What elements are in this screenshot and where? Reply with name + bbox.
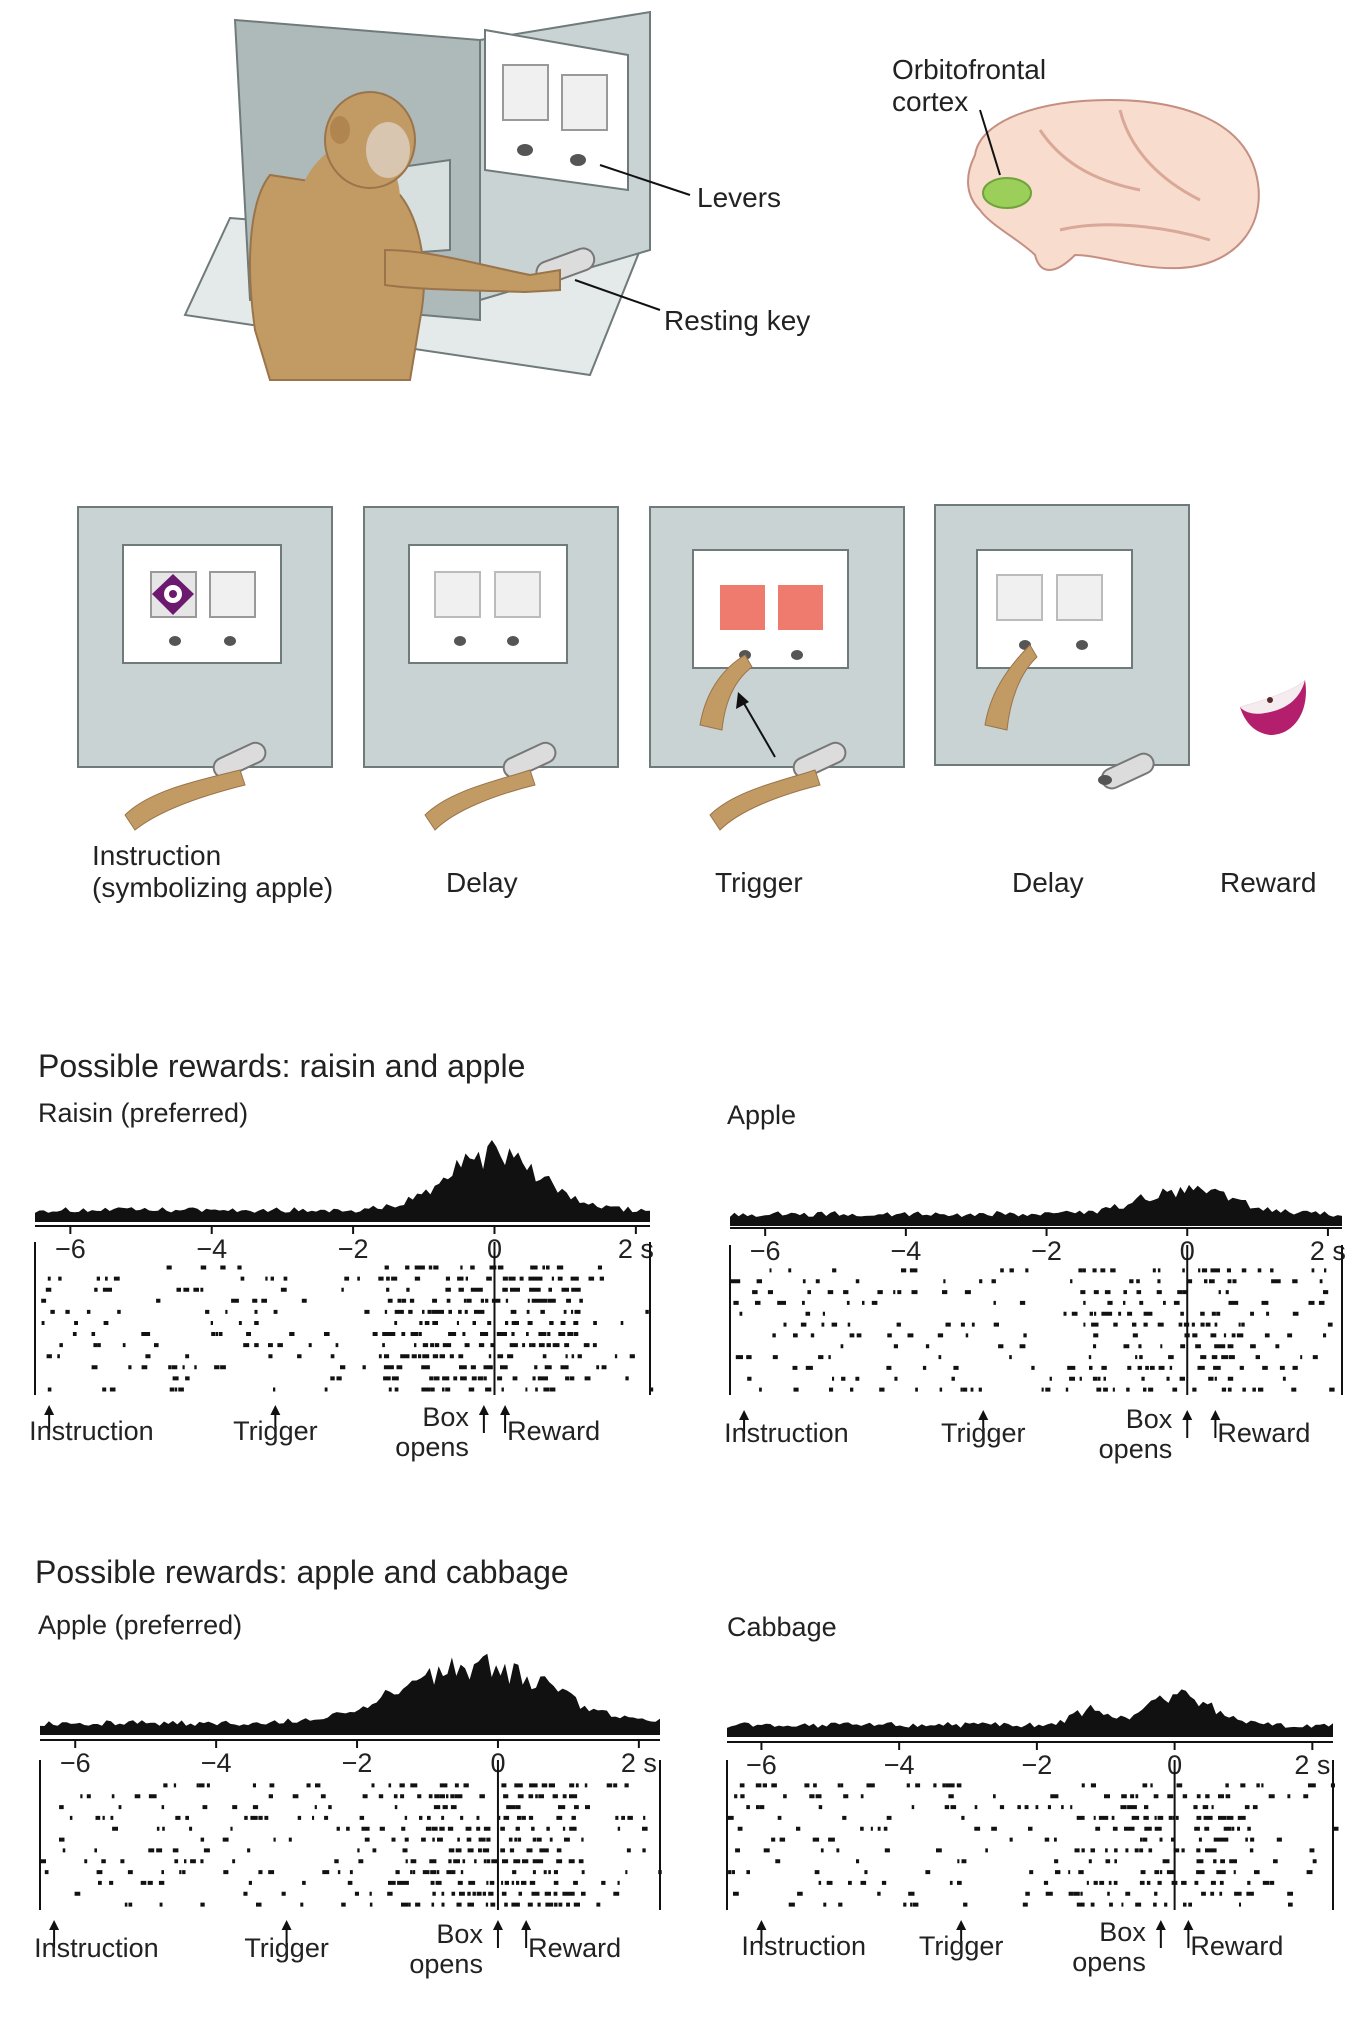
ofc-region bbox=[982, 177, 1032, 209]
event-arrowhead-2-2 bbox=[492, 1920, 503, 1930]
panel-label-trigger: Trigger bbox=[715, 867, 803, 898]
brain-illustration bbox=[967, 98, 1260, 271]
x-tick-label-2-2: −2 bbox=[342, 1748, 373, 1778]
x-tick-label-0-2: −2 bbox=[338, 1234, 369, 1264]
event-label-2-0-0: Instruction bbox=[34, 1933, 159, 1963]
event-arrowhead-2-3 bbox=[521, 1920, 532, 1930]
event-label-1-1-0: Trigger bbox=[941, 1418, 1026, 1448]
event-arrowhead-1-3 bbox=[1210, 1410, 1221, 1420]
x-tick-label-0-1: −4 bbox=[196, 1234, 227, 1264]
event-arrowhead-2-0 bbox=[49, 1920, 60, 1930]
levers-label: Levers bbox=[697, 182, 782, 213]
right-lever bbox=[570, 154, 586, 166]
left-lever bbox=[517, 144, 533, 156]
panel-label-delay-2: Delay bbox=[1012, 867, 1084, 898]
event-arrowhead-1-1 bbox=[978, 1410, 989, 1420]
sequence-illustration bbox=[77, 504, 1306, 831]
monkey-figure bbox=[249, 91, 561, 381]
chart-title-cabbage: Cabbage bbox=[727, 1612, 837, 1642]
event-arrowhead-1-0 bbox=[739, 1410, 750, 1420]
x-tick-label-3-0: −6 bbox=[746, 1750, 777, 1780]
event-label-1-2-0: Box bbox=[1126, 1404, 1173, 1434]
histogram-0 bbox=[35, 1140, 650, 1222]
event-label-1-2-1: opens bbox=[1099, 1434, 1173, 1464]
x-tick-label-1-0: −6 bbox=[750, 1236, 781, 1266]
event-label-0-3-0: Reward bbox=[507, 1416, 600, 1446]
event-arrowhead-0-3 bbox=[500, 1405, 511, 1415]
histogram-1 bbox=[730, 1184, 1342, 1226]
x-tick-label-2-0: −6 bbox=[60, 1748, 91, 1778]
section-title-apple-cabbage: Possible rewards: apple and cabbage bbox=[35, 1554, 569, 1590]
event-label-3-2-0: Box bbox=[1099, 1917, 1146, 1947]
event-arrowhead-0-0 bbox=[44, 1405, 55, 1415]
event-label-3-1-0: Trigger bbox=[919, 1931, 1004, 1961]
histogram-2 bbox=[40, 1653, 660, 1735]
event-arrowhead-3-2 bbox=[1155, 1920, 1166, 1930]
raster-spikes-2 bbox=[40, 1783, 662, 1907]
apple-slice-icon bbox=[1240, 680, 1306, 735]
x-tick-label-0-4: 2 s bbox=[618, 1234, 654, 1264]
sequence-panel-trigger bbox=[649, 506, 905, 831]
x-tick-label-0-0: −6 bbox=[55, 1234, 86, 1264]
raster-spikes-3 bbox=[727, 1783, 1339, 1907]
sequence-panel-delay-2 bbox=[934, 504, 1190, 790]
sequence-panel-instruction bbox=[77, 506, 333, 831]
sequence-panel-delay-1 bbox=[363, 506, 619, 831]
panel-label-reward: Reward bbox=[1220, 867, 1317, 898]
chart-title-apple: Apple bbox=[727, 1100, 797, 1130]
left-screen bbox=[502, 64, 549, 121]
event-label-0-2-1: opens bbox=[395, 1432, 469, 1462]
x-tick-label-3-1: −4 bbox=[884, 1750, 915, 1780]
event-arrowhead-3-1 bbox=[956, 1920, 967, 1930]
right-screen bbox=[561, 74, 608, 131]
event-label-0-2-0: Box bbox=[422, 1402, 469, 1432]
ofc-label-line1: Orbitofrontal bbox=[892, 54, 1047, 85]
x-tick-label-3-4: 2 s bbox=[1294, 1750, 1330, 1780]
chart-title-apple-preferred: Apple (preferred) bbox=[38, 1610, 243, 1640]
section-title-raisin-apple: Possible rewards: raisin and apple bbox=[38, 1048, 526, 1084]
panel-label-instruction: Instruction bbox=[92, 840, 222, 871]
resting-key-label: Resting key bbox=[664, 305, 811, 336]
event-label-0-0-0: Instruction bbox=[29, 1416, 154, 1446]
event-label-2-3-0: Reward bbox=[528, 1933, 621, 1963]
panel-label-instruction-sub: (symbolizing apple) bbox=[92, 872, 334, 903]
event-label-0-1-0: Trigger bbox=[233, 1416, 318, 1446]
ofc-label-line2: cortex bbox=[892, 86, 969, 117]
event-label-3-2-1: opens bbox=[1072, 1947, 1146, 1977]
x-tick-label-3-2: −2 bbox=[1021, 1750, 1052, 1780]
raster-spikes-1 bbox=[730, 1268, 1335, 1392]
event-arrowhead-2-1 bbox=[281, 1920, 292, 1930]
event-label-2-1-0: Trigger bbox=[244, 1933, 329, 1963]
chart-title-raisin: Raisin (preferred) bbox=[38, 1098, 249, 1128]
event-arrowhead-0-2 bbox=[478, 1405, 489, 1415]
x-tick-label-2-4: 2 s bbox=[621, 1748, 657, 1778]
event-arrowhead-3-0 bbox=[756, 1920, 767, 1930]
apparatus-illustration bbox=[183, 10, 1260, 381]
event-label-1-3-0: Reward bbox=[1217, 1418, 1310, 1448]
x-tick-label-1-1: −4 bbox=[890, 1236, 921, 1266]
raster-spikes-0 bbox=[41, 1265, 654, 1392]
event-label-3-0-0: Instruction bbox=[741, 1931, 866, 1961]
x-tick-label-1-4: 2 s bbox=[1310, 1236, 1346, 1266]
event-arrowhead-1-2 bbox=[1182, 1410, 1193, 1420]
event-arrowhead-0-1 bbox=[270, 1405, 281, 1415]
event-label-2-2-0: Box bbox=[436, 1919, 483, 1949]
event-label-3-3-0: Reward bbox=[1190, 1931, 1283, 1961]
histogram-3 bbox=[727, 1689, 1333, 1737]
event-label-1-0-0: Instruction bbox=[724, 1418, 849, 1448]
event-label-2-2-1: opens bbox=[409, 1949, 483, 1979]
panel-label-delay-1: Delay bbox=[446, 867, 518, 898]
event-arrowhead-3-3 bbox=[1183, 1920, 1194, 1930]
x-tick-label-2-1: −4 bbox=[201, 1748, 232, 1778]
x-tick-label-1-2: −2 bbox=[1031, 1236, 1062, 1266]
